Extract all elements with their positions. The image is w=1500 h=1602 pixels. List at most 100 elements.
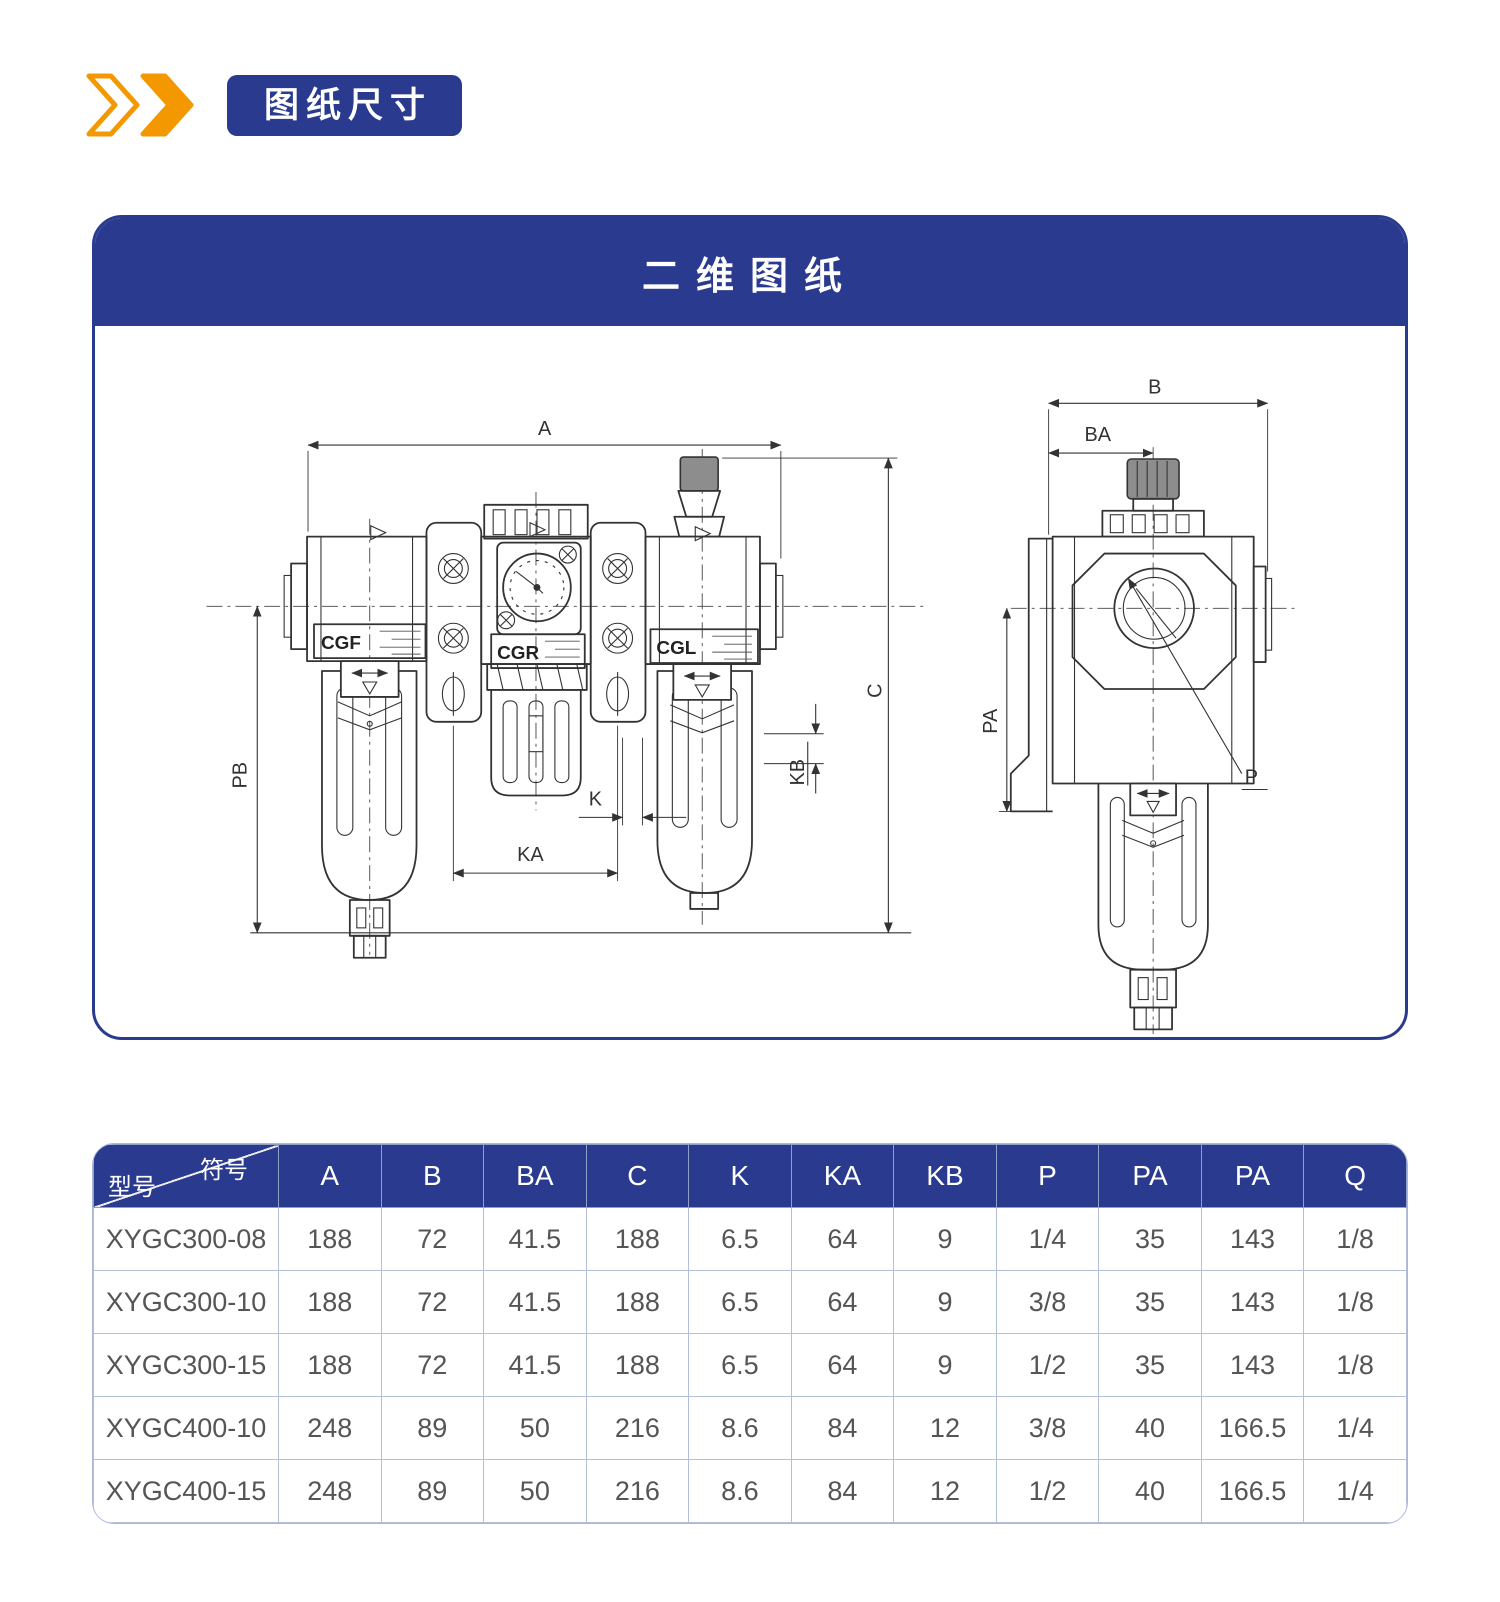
model-cell: XYGC300-15 bbox=[93, 1333, 279, 1397]
dim-value-cell: 9 bbox=[893, 1270, 997, 1334]
dim-value-cell: 3/8 bbox=[995, 1270, 1100, 1334]
dim-value-cell: 188 bbox=[278, 1270, 382, 1334]
2d-engineering-drawing: CGF CGR CGL bbox=[206, 376, 1298, 1034]
dim-ka: KA bbox=[517, 844, 544, 866]
double-chevron-icon bbox=[86, 73, 194, 137]
dim-value-cell: 188 bbox=[585, 1270, 690, 1334]
dim-value-cell: 35 bbox=[1098, 1207, 1202, 1271]
dim-value-cell: 8.6 bbox=[688, 1396, 792, 1460]
col-header-a: A bbox=[278, 1144, 382, 1208]
col-header-ba: BA bbox=[483, 1144, 587, 1208]
dim-value-cell: 89 bbox=[380, 1459, 485, 1523]
dim-value-cell: 188 bbox=[278, 1207, 382, 1271]
dim-k: K bbox=[589, 788, 603, 810]
dim-value-cell: 3/8 bbox=[995, 1396, 1100, 1460]
front-view: CGF CGR CGL bbox=[206, 418, 924, 959]
col-header-ka: KA bbox=[790, 1144, 895, 1208]
col-header-c: C bbox=[585, 1144, 690, 1208]
dim-c: C bbox=[864, 684, 886, 698]
dim-value-cell: 248 bbox=[278, 1396, 382, 1460]
dim-value-cell: 41.5 bbox=[483, 1207, 587, 1271]
dim-value-cell: 35 bbox=[1098, 1333, 1202, 1397]
dim-value-cell: 9 bbox=[893, 1333, 997, 1397]
label-cgf: CGF bbox=[321, 633, 361, 654]
dim-value-cell: 1/8 bbox=[1303, 1207, 1407, 1271]
dim-value-cell: 84 bbox=[790, 1459, 895, 1523]
dim-value-cell: 40 bbox=[1098, 1396, 1202, 1460]
dim-value-cell: 143 bbox=[1200, 1333, 1305, 1397]
dim-value-cell: 64 bbox=[790, 1207, 895, 1271]
dim-value-cell: 166.5 bbox=[1200, 1459, 1305, 1523]
dim-value-cell: 143 bbox=[1200, 1207, 1305, 1271]
dim-value-cell: 8.6 bbox=[688, 1459, 792, 1523]
dim-value-cell: 166.5 bbox=[1200, 1396, 1305, 1460]
section-badge: 图纸尺寸 bbox=[227, 74, 463, 136]
dim-p: P bbox=[1245, 767, 1258, 789]
dim-value-cell: 1/4 bbox=[1303, 1459, 1407, 1523]
dim-ba: BA bbox=[1084, 424, 1111, 446]
dim-value-cell: 35 bbox=[1098, 1270, 1202, 1334]
dim-value-cell: 72 bbox=[380, 1270, 485, 1334]
dim-value-cell: 41.5 bbox=[483, 1333, 587, 1397]
section-header: 图纸尺寸 bbox=[85, 72, 463, 138]
model-cell: XYGC400-10 bbox=[93, 1396, 279, 1460]
dim-b: B bbox=[1148, 376, 1161, 398]
model-cell: XYGC300-08 bbox=[93, 1207, 279, 1271]
dim-value-cell: 40 bbox=[1098, 1459, 1202, 1523]
dim-value-cell: 188 bbox=[278, 1333, 382, 1397]
dim-value-cell: 9 bbox=[893, 1207, 997, 1271]
model-cell: XYGC300-10 bbox=[93, 1270, 279, 1334]
dim-value-cell: 1/2 bbox=[995, 1459, 1100, 1523]
diagonal-header-cell: 符号 型号 bbox=[93, 1144, 279, 1208]
dim-value-cell: 1/2 bbox=[995, 1333, 1100, 1397]
label-cgl: CGL bbox=[656, 638, 696, 659]
col-header-p: P bbox=[995, 1144, 1100, 1208]
dim-value-cell: 1/8 bbox=[1303, 1333, 1407, 1397]
label-cgr: CGR bbox=[497, 643, 539, 664]
dim-value-cell: 50 bbox=[483, 1459, 587, 1523]
dim-value-cell: 1/8 bbox=[1303, 1270, 1407, 1334]
dim-value-cell: 188 bbox=[585, 1207, 690, 1271]
dim-value-cell: 6.5 bbox=[688, 1333, 792, 1397]
dim-value-cell: 72 bbox=[380, 1333, 485, 1397]
dim-value-cell: 41.5 bbox=[483, 1270, 587, 1334]
dim-value-cell: 248 bbox=[278, 1459, 382, 1523]
side-view: B BA PA P bbox=[980, 376, 1298, 1034]
dim-value-cell: 6.5 bbox=[688, 1207, 792, 1271]
dim-value-cell: 216 bbox=[585, 1396, 690, 1460]
dim-pb: PB bbox=[229, 762, 251, 789]
dim-value-cell: 216 bbox=[585, 1459, 690, 1523]
table-header-row: 符号 型号 A B BA C K KA KB P PA PA Q bbox=[93, 1144, 1407, 1208]
dim-pa: PA bbox=[980, 708, 1002, 734]
dim-value-cell: 143 bbox=[1200, 1270, 1305, 1334]
model-cell: XYGC400-15 bbox=[93, 1459, 279, 1523]
dim-value-cell: 6.5 bbox=[688, 1270, 792, 1334]
col-header-k: K bbox=[688, 1144, 792, 1208]
dim-value-cell: 12 bbox=[893, 1396, 997, 1460]
symbol-label: 符号 bbox=[200, 1157, 248, 1184]
dim-value-cell: 89 bbox=[380, 1396, 485, 1460]
dim-value-cell: 12 bbox=[893, 1459, 997, 1523]
col-header-pa2: PA bbox=[1200, 1144, 1305, 1208]
col-header-b: B bbox=[380, 1144, 485, 1208]
dim-value-cell: 1/4 bbox=[1303, 1396, 1407, 1460]
dim-value-cell: 50 bbox=[483, 1396, 587, 1460]
col-header-q: Q bbox=[1303, 1144, 1407, 1208]
dim-value-cell: 1/4 bbox=[995, 1207, 1100, 1271]
dimension-table: 符号 型号 A B BA C K KA KB P PA PA Q XYGC300… bbox=[92, 1143, 1408, 1524]
panel-title: 二维图纸 bbox=[95, 218, 1405, 326]
dim-a: A bbox=[538, 418, 552, 440]
dim-value-cell: 84 bbox=[790, 1396, 895, 1460]
dim-value-cell: 64 bbox=[790, 1333, 895, 1397]
dim-kb: KB bbox=[787, 759, 809, 786]
dim-value-cell: 64 bbox=[790, 1270, 895, 1334]
col-header-pa: PA bbox=[1098, 1144, 1202, 1208]
model-label: 型号 bbox=[108, 1174, 156, 1201]
col-header-kb: KB bbox=[893, 1144, 997, 1208]
dim-value-cell: 72 bbox=[380, 1207, 485, 1271]
